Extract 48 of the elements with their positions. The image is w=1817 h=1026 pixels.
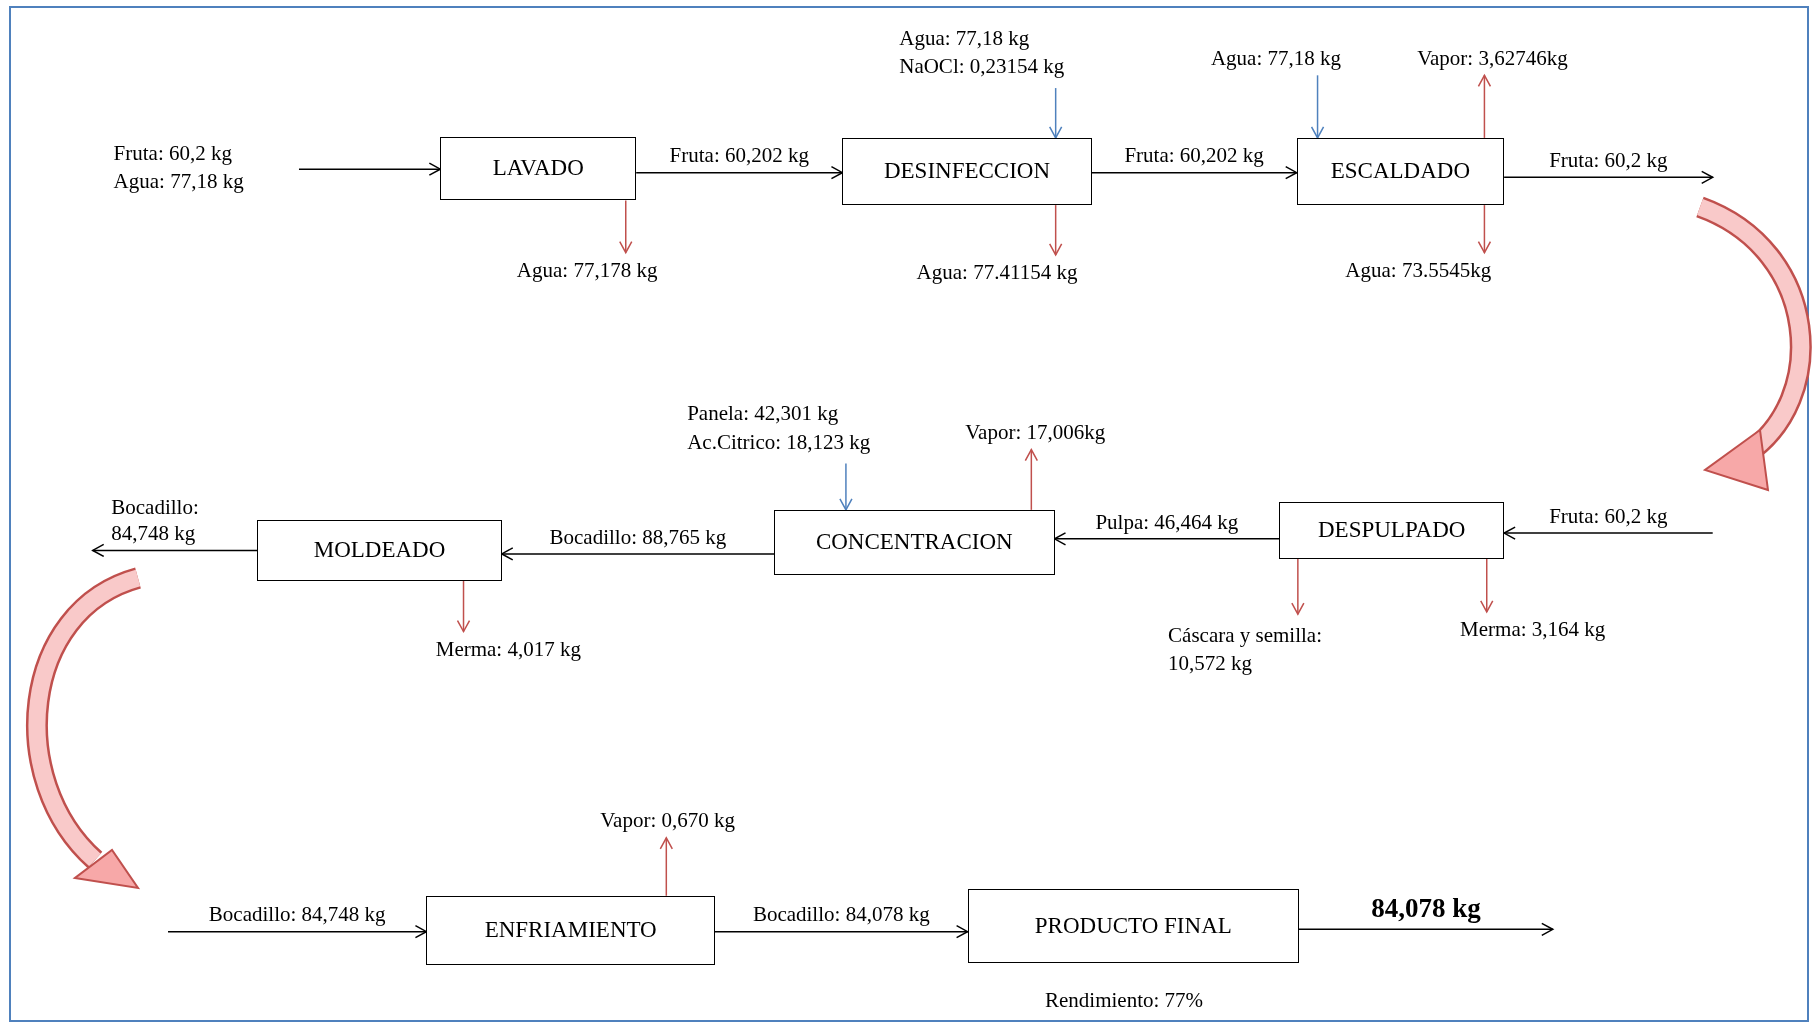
arrow xyxy=(1090,165,1298,180)
quantity-text: NaOCl: 0,23154 kg xyxy=(899,53,1066,81)
arrow xyxy=(1503,526,1714,540)
quantity-text: Agua: 77,18 kg xyxy=(113,167,245,195)
quantity-text: Ac.Citrico: 18,123 kg xyxy=(687,428,872,456)
process-box: ESCALDADO xyxy=(1296,137,1505,206)
arrow xyxy=(167,924,428,939)
quantity-text: Vapor: 17,006kg xyxy=(965,419,1107,447)
quantity-text: Panela: 42,301 kg xyxy=(687,400,840,428)
arrow xyxy=(1048,87,1063,139)
process-box: MOLDEADO xyxy=(257,520,502,581)
arrow xyxy=(1291,557,1305,615)
process-box: PRODUCTO FINAL xyxy=(967,888,1299,963)
arrow xyxy=(1310,74,1325,139)
arrow xyxy=(1048,204,1063,256)
process-box: CONCENTRACION xyxy=(774,509,1055,575)
quantity-text: Agua: 77,18 kg xyxy=(1210,44,1342,72)
arrow xyxy=(456,579,471,633)
process-box: LAVADO xyxy=(440,136,637,201)
quantity-text: Fruta: 60,2 kg xyxy=(113,139,233,167)
quantity-text: Agua: 77,18 kg xyxy=(899,24,1031,52)
arrow xyxy=(1480,557,1494,613)
arrow xyxy=(659,837,674,897)
arrow xyxy=(714,924,969,939)
yield-text: Rendimiento: 77% xyxy=(1044,987,1205,1014)
quantity-text: Agua: 77.41154 kg xyxy=(916,259,1079,287)
quantity-text: Agua: 73.5545kg xyxy=(1345,256,1493,284)
quantity-text: Merma: 3,164 kg xyxy=(1460,616,1607,644)
arrow xyxy=(1298,922,1554,937)
arrow xyxy=(619,199,633,254)
quantity-text: Cáscara y semilla: 10,572 kg xyxy=(1168,621,1323,677)
process-box: DESPULPADO xyxy=(1279,501,1505,559)
arrow xyxy=(298,162,442,176)
quantity-text: Agua: 77,178 kg xyxy=(516,256,659,284)
quantity-text: Merma: 4,017 kg xyxy=(435,635,582,663)
arrow xyxy=(635,165,844,180)
arrow xyxy=(1053,532,1281,546)
arrow xyxy=(1477,204,1492,254)
arrow xyxy=(91,543,258,558)
quantity-text: Vapor: 0,670 kg xyxy=(600,807,736,835)
arrow xyxy=(1024,448,1039,511)
process-box: ENFRIAMIENTO xyxy=(426,895,715,966)
process-box: DESINFECCION xyxy=(842,137,1092,206)
arrow xyxy=(1477,74,1492,139)
arrow xyxy=(501,547,775,561)
arrow xyxy=(839,462,853,511)
quantity-text: Vapor: 3,62746kg xyxy=(1417,44,1569,72)
arrow xyxy=(1503,170,1714,185)
